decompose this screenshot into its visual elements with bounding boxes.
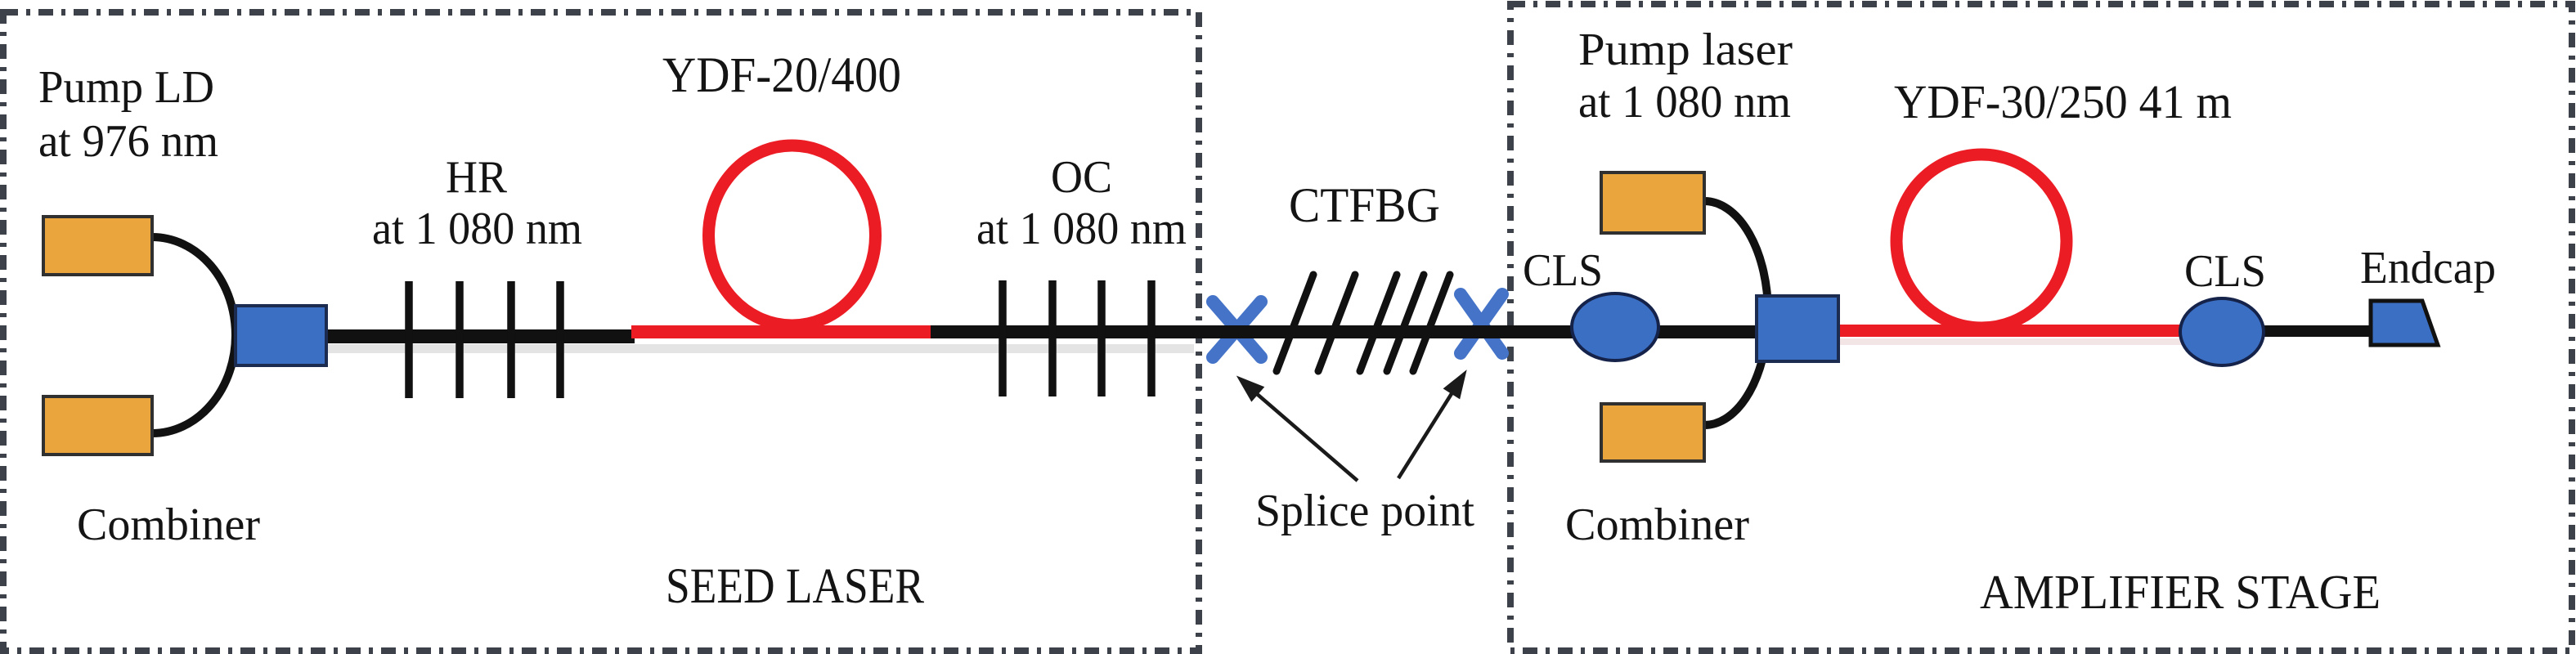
svg-text:SEED LASER: SEED LASER (666, 559, 924, 614)
svg-text:CTFBG: CTFBG (1289, 178, 1440, 232)
svg-text:Pump LD: Pump LD (38, 62, 214, 113)
svg-text:Endcap: Endcap (2360, 243, 2496, 293)
svg-text:Combiner: Combiner (77, 499, 260, 550)
svg-text:at 1 080 nm: at 1 080 nm (1578, 77, 1791, 128)
svg-text:YDF-30/250 41 m: YDF-30/250 41 m (1894, 75, 2232, 128)
svg-text:CLS: CLS (2184, 246, 2266, 297)
svg-text:OC: OC (1051, 152, 1112, 203)
svg-text:Combiner: Combiner (1565, 499, 1749, 550)
svg-text:HR: HR (446, 152, 508, 203)
svg-text:at 976 nm: at 976 nm (38, 116, 218, 167)
svg-text:Splice point: Splice point (1255, 486, 1474, 536)
svg-text:at 1 080 nm: at 1 080 nm (372, 204, 582, 254)
svg-text:Pump laser: Pump laser (1578, 25, 1793, 75)
svg-text:at 1 080 nm: at 1 080 nm (976, 204, 1187, 254)
svg-text:CLS: CLS (1523, 245, 1603, 296)
svg-text:AMPLIFIER STAGE: AMPLIFIER STAGE (1980, 565, 2381, 619)
svg-text:YDF-20/400: YDF-20/400 (662, 48, 901, 103)
